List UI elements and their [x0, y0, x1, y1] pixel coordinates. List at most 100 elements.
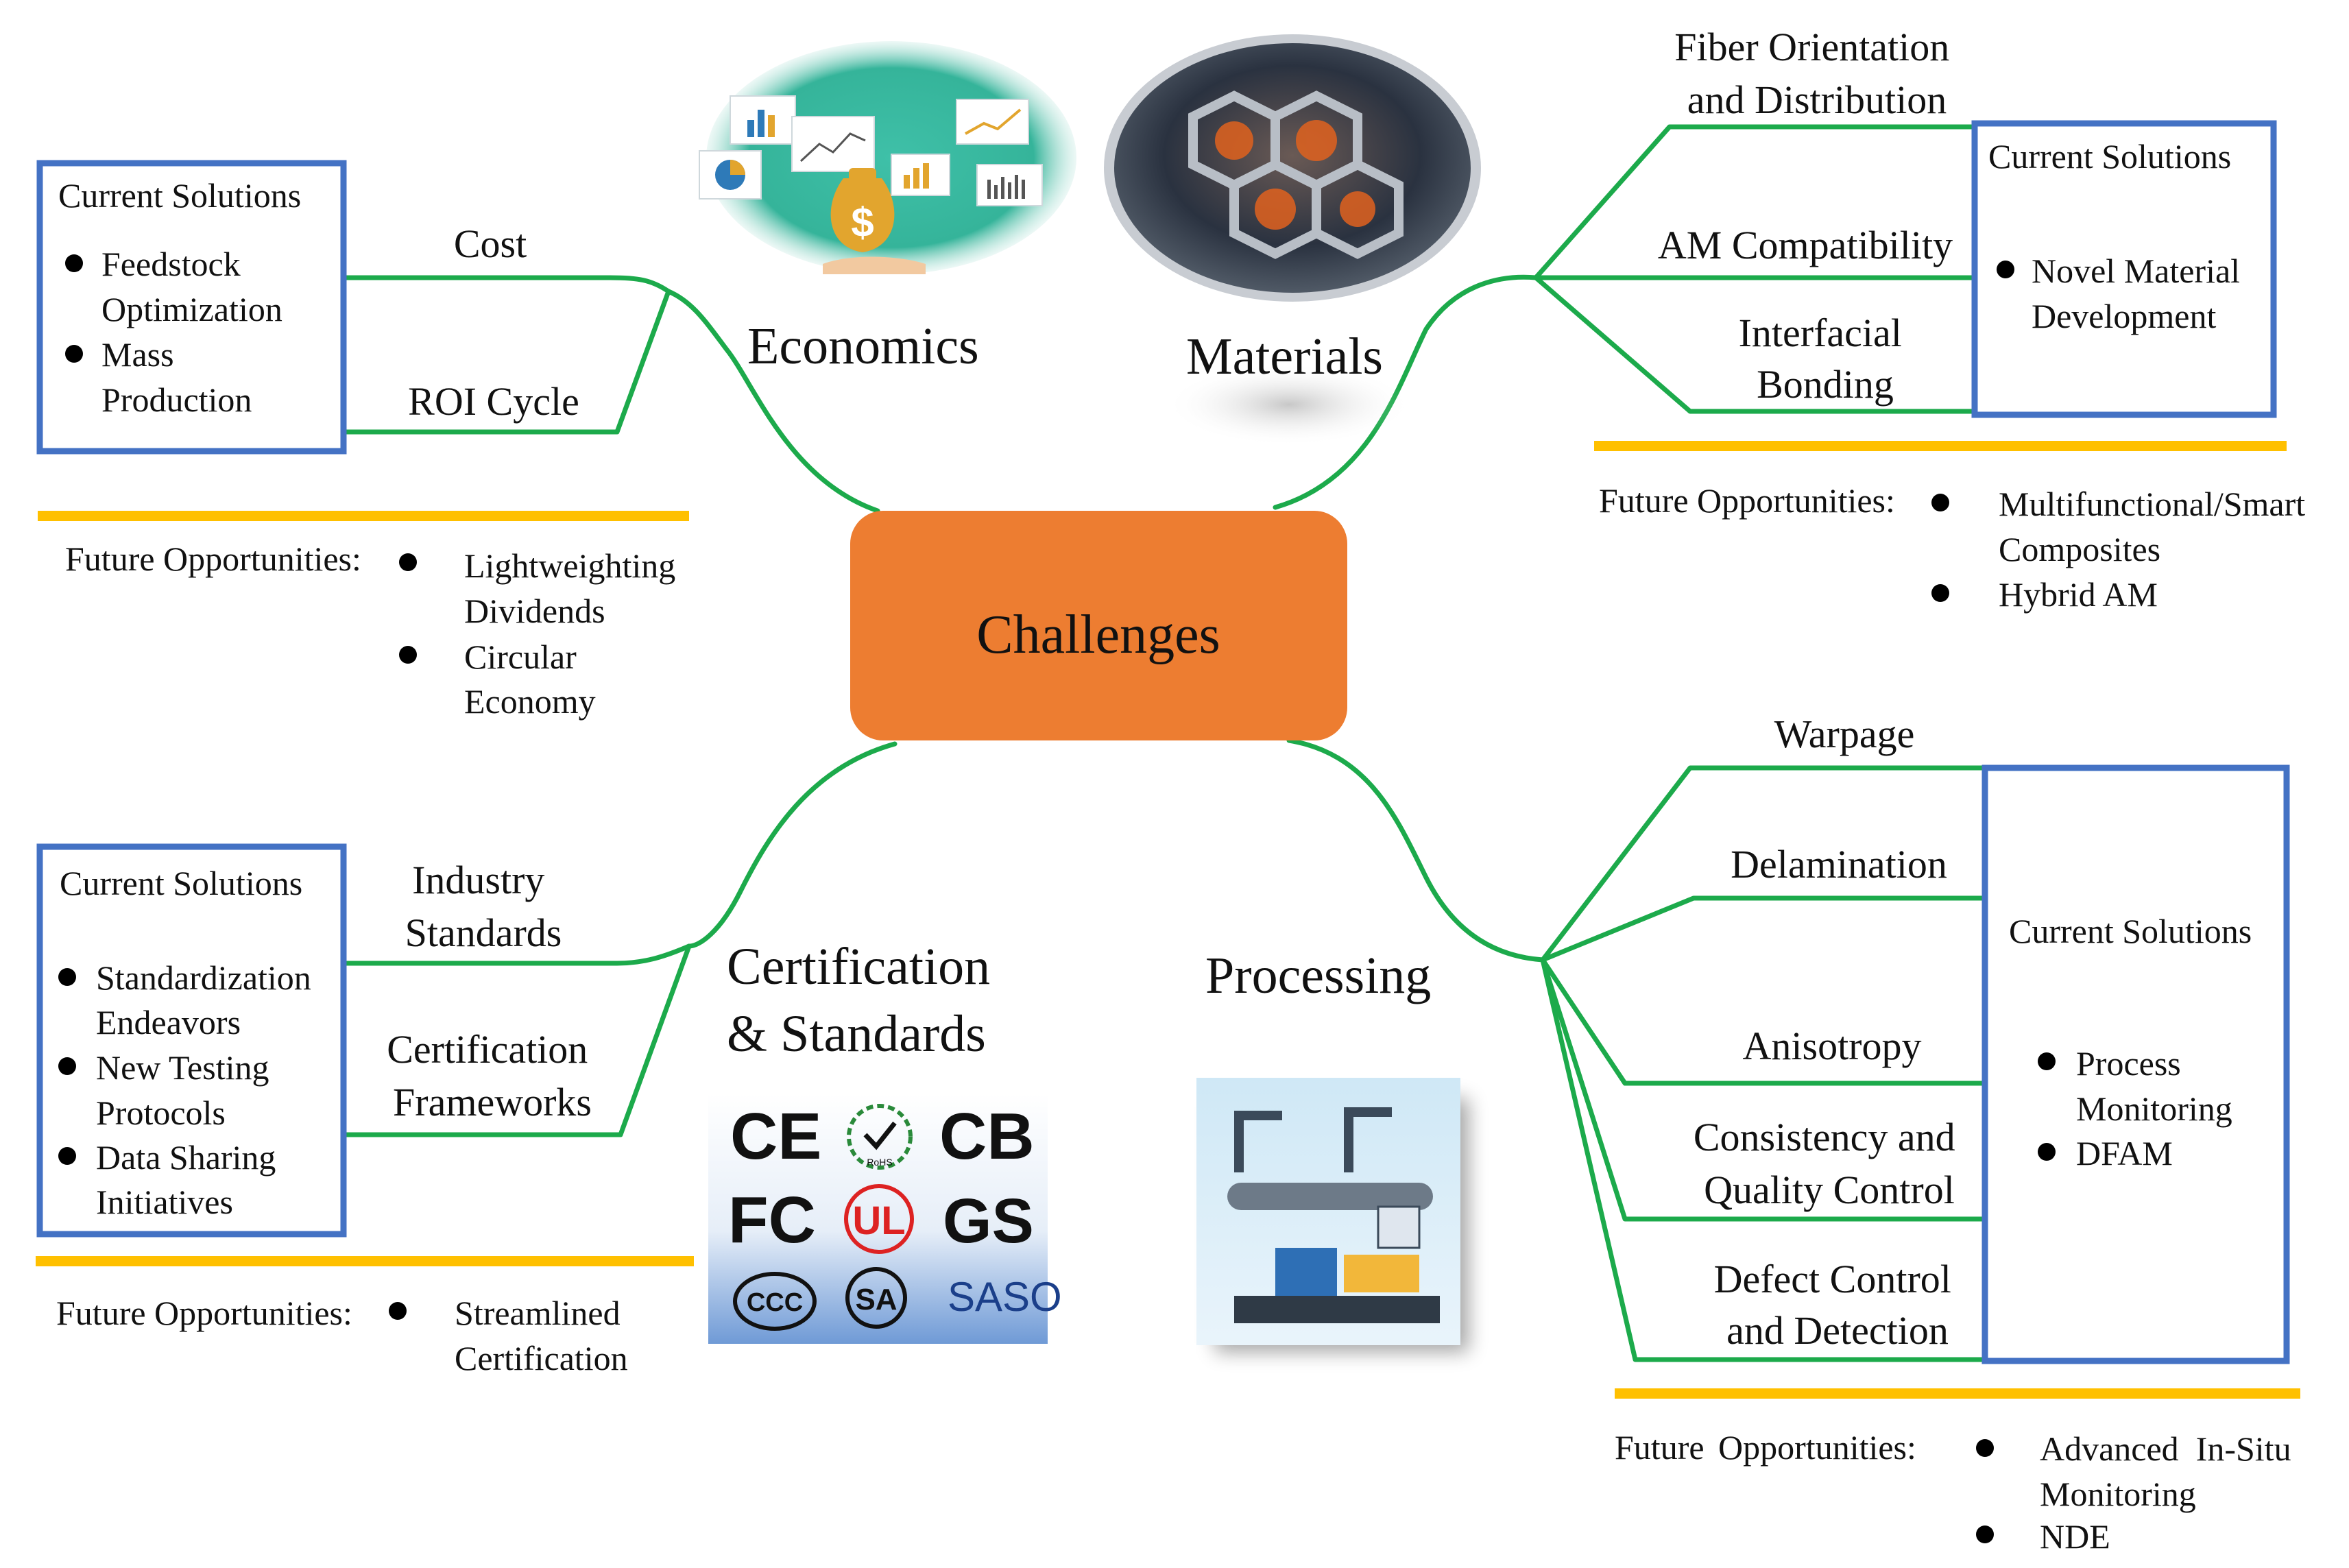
connector-processing-main: [1286, 738, 1545, 963]
machine-box-icon: [1377, 1205, 1421, 1249]
bullet-icon: [389, 1302, 407, 1320]
economics-solution-item: Feedstock Optimization: [101, 245, 282, 328]
materials-title: Materials: [1186, 328, 1383, 385]
certification-solution-item: New Testing Protocols: [96, 1048, 278, 1132]
materials-divider: [1594, 441, 2287, 451]
fc-logo-icon: FC: [728, 1183, 816, 1257]
bullet-icon: [399, 646, 417, 664]
trend-card-icon: [956, 99, 1029, 145]
certification-section: Certification & Standards Industry Stand…: [36, 843, 1062, 1377]
conveyor-belt-icon: [1227, 1183, 1433, 1210]
materials-section: Materials Fiber Orientation and Distribu…: [1104, 25, 2314, 614]
consistency-quality-label: Consistency and Quality Control: [1694, 1115, 1965, 1212]
bullet-icon: [65, 345, 83, 363]
bullet-icon: [1931, 494, 1949, 511]
materials-solutions-frame: [1971, 120, 2277, 418]
center-node: Challenges: [850, 511, 1347, 740]
connector-cost: [344, 275, 671, 294]
rohs-logo-icon: RoHS: [847, 1104, 913, 1170]
connector-cert-main: [686, 741, 898, 949]
lattice-glow-icon: [1215, 120, 1375, 230]
processing-divider: [1615, 1388, 2300, 1399]
histogram-glyph: [987, 175, 1025, 199]
bar-glyph: [758, 110, 764, 137]
materials-future-heading: Future Opportunities:: [1599, 481, 1895, 520]
warpage-label: Warpage: [1774, 712, 1915, 756]
connector-defect: [1540, 957, 1988, 1362]
hand-icon: [823, 256, 926, 274]
materials-shadow: [1166, 363, 1412, 446]
bar-glyph: [904, 175, 910, 189]
processing-solutions-heading: Current Solutions: [2009, 912, 2252, 950]
monitor-icon: [1344, 1255, 1419, 1292]
certification-solutions-heading: Current Solutions: [60, 864, 302, 902]
svg-text:CCC: CCC: [747, 1288, 803, 1317]
connector-roi: [344, 289, 671, 435]
economics-future-heading: Future Opportunities:: [65, 540, 361, 578]
bar-glyph: [747, 120, 754, 137]
control-panel-icon: [1275, 1248, 1337, 1296]
svg-text:RoHS: RoHS: [867, 1157, 892, 1168]
materials-future-item: Hybrid AM: [1999, 575, 2158, 614]
processing-solution-item: Process Monitoring: [2076, 1044, 2232, 1128]
bullet-icon: [65, 254, 83, 272]
interfacial-bonding-label: Interfacial Bonding: [1739, 311, 1912, 407]
certification-current-solutions-box: Current Solutions Standardization Endeav…: [36, 843, 347, 1238]
processing-title: Processing: [1205, 947, 1431, 1004]
pie-slice-glyph: [730, 160, 745, 175]
certification-future-heading: Future Opportunities:: [56, 1294, 352, 1332]
economics-current-solutions-box: Current Solutions Feedstock Optimization…: [36, 160, 347, 455]
connector-interfacial: [1533, 275, 1977, 414]
processing-future-item: NDE: [2040, 1517, 2110, 1556]
bullet-icon: [58, 1057, 76, 1075]
bar-glyph: [923, 163, 929, 189]
machine-base-icon: [1234, 1296, 1440, 1323]
processing-solutions-frame: [1981, 764, 2290, 1364]
connector-warpage: [1540, 765, 1988, 963]
gs-logo-icon: GS: [943, 1186, 1034, 1256]
roi-cycle-text: ROI Cycle: [408, 379, 579, 424]
materials-solution-item: Novel Material Development: [2032, 252, 2249, 335]
am-compatibility-label: AM Compatibility: [1658, 223, 1953, 267]
economics-divider: [38, 511, 689, 521]
bullet-icon: [58, 1147, 76, 1165]
certification-future-item: Streamlined Certification: [455, 1294, 629, 1377]
economics-solutions-frame: [36, 160, 347, 455]
materials-current-solutions-box: Current Solutions Novel Material Develop…: [1971, 120, 2277, 418]
economics-title: Economics: [747, 317, 979, 375]
connector-fiber: [1533, 124, 1977, 280]
bullet-icon: [399, 553, 417, 571]
processing-future-heading: Future Opportunities:: [1615, 1428, 1916, 1467]
materials-future-item: Multifunctional/Smart Composites: [1999, 485, 2314, 568]
connector-materials-main: [1273, 274, 1539, 510]
bars-card-icon: [891, 154, 950, 196]
materials-solutions-heading: Current Solutions: [1988, 137, 2231, 176]
economics-future-item: Lightweighting Dividends: [464, 546, 684, 630]
center-node-label: Challenges: [976, 605, 1220, 665]
processing-solution-item: DFAM: [2076, 1134, 2173, 1172]
svg-text:$: $: [851, 200, 874, 245]
line-card-icon: [791, 116, 875, 172]
economics-solution-item: Mass Production: [101, 335, 252, 419]
bullet-icon: [2038, 1052, 2056, 1070]
delamination-label: Delamination: [1731, 842, 1947, 886]
certification-title: Certification & Standards: [727, 938, 1003, 1063]
cb-logo-icon: CB: [939, 1100, 1035, 1173]
economics-illustration: $: [699, 41, 1076, 274]
molecular-lattice-icon: [1188, 91, 1404, 259]
connector-delamination: [1540, 895, 1988, 963]
saso-logo-icon: SASO: [948, 1274, 1062, 1320]
certification-solution-item: Standardization Endeavors: [96, 958, 320, 1041]
certification-logos-panel: CE RoHS CB FC UL GS CCC SA: [708, 1094, 1062, 1344]
certification-divider: [36, 1256, 694, 1266]
ccc-logo-icon: CCC: [733, 1272, 817, 1331]
anisotropy-label: Anisotropy: [1743, 1024, 1922, 1068]
roi-cycle-label: ROI Cycle: [408, 379, 579, 424]
svg-text:UL: UL: [852, 1198, 905, 1243]
bullet-icon: [2038, 1143, 2056, 1161]
certification-solution-item: Data Sharing Initiatives: [96, 1138, 285, 1221]
connector-lines: [344, 124, 1988, 1362]
fiber-orientation-label: Fiber Orientation and Distribution: [1674, 25, 1960, 122]
